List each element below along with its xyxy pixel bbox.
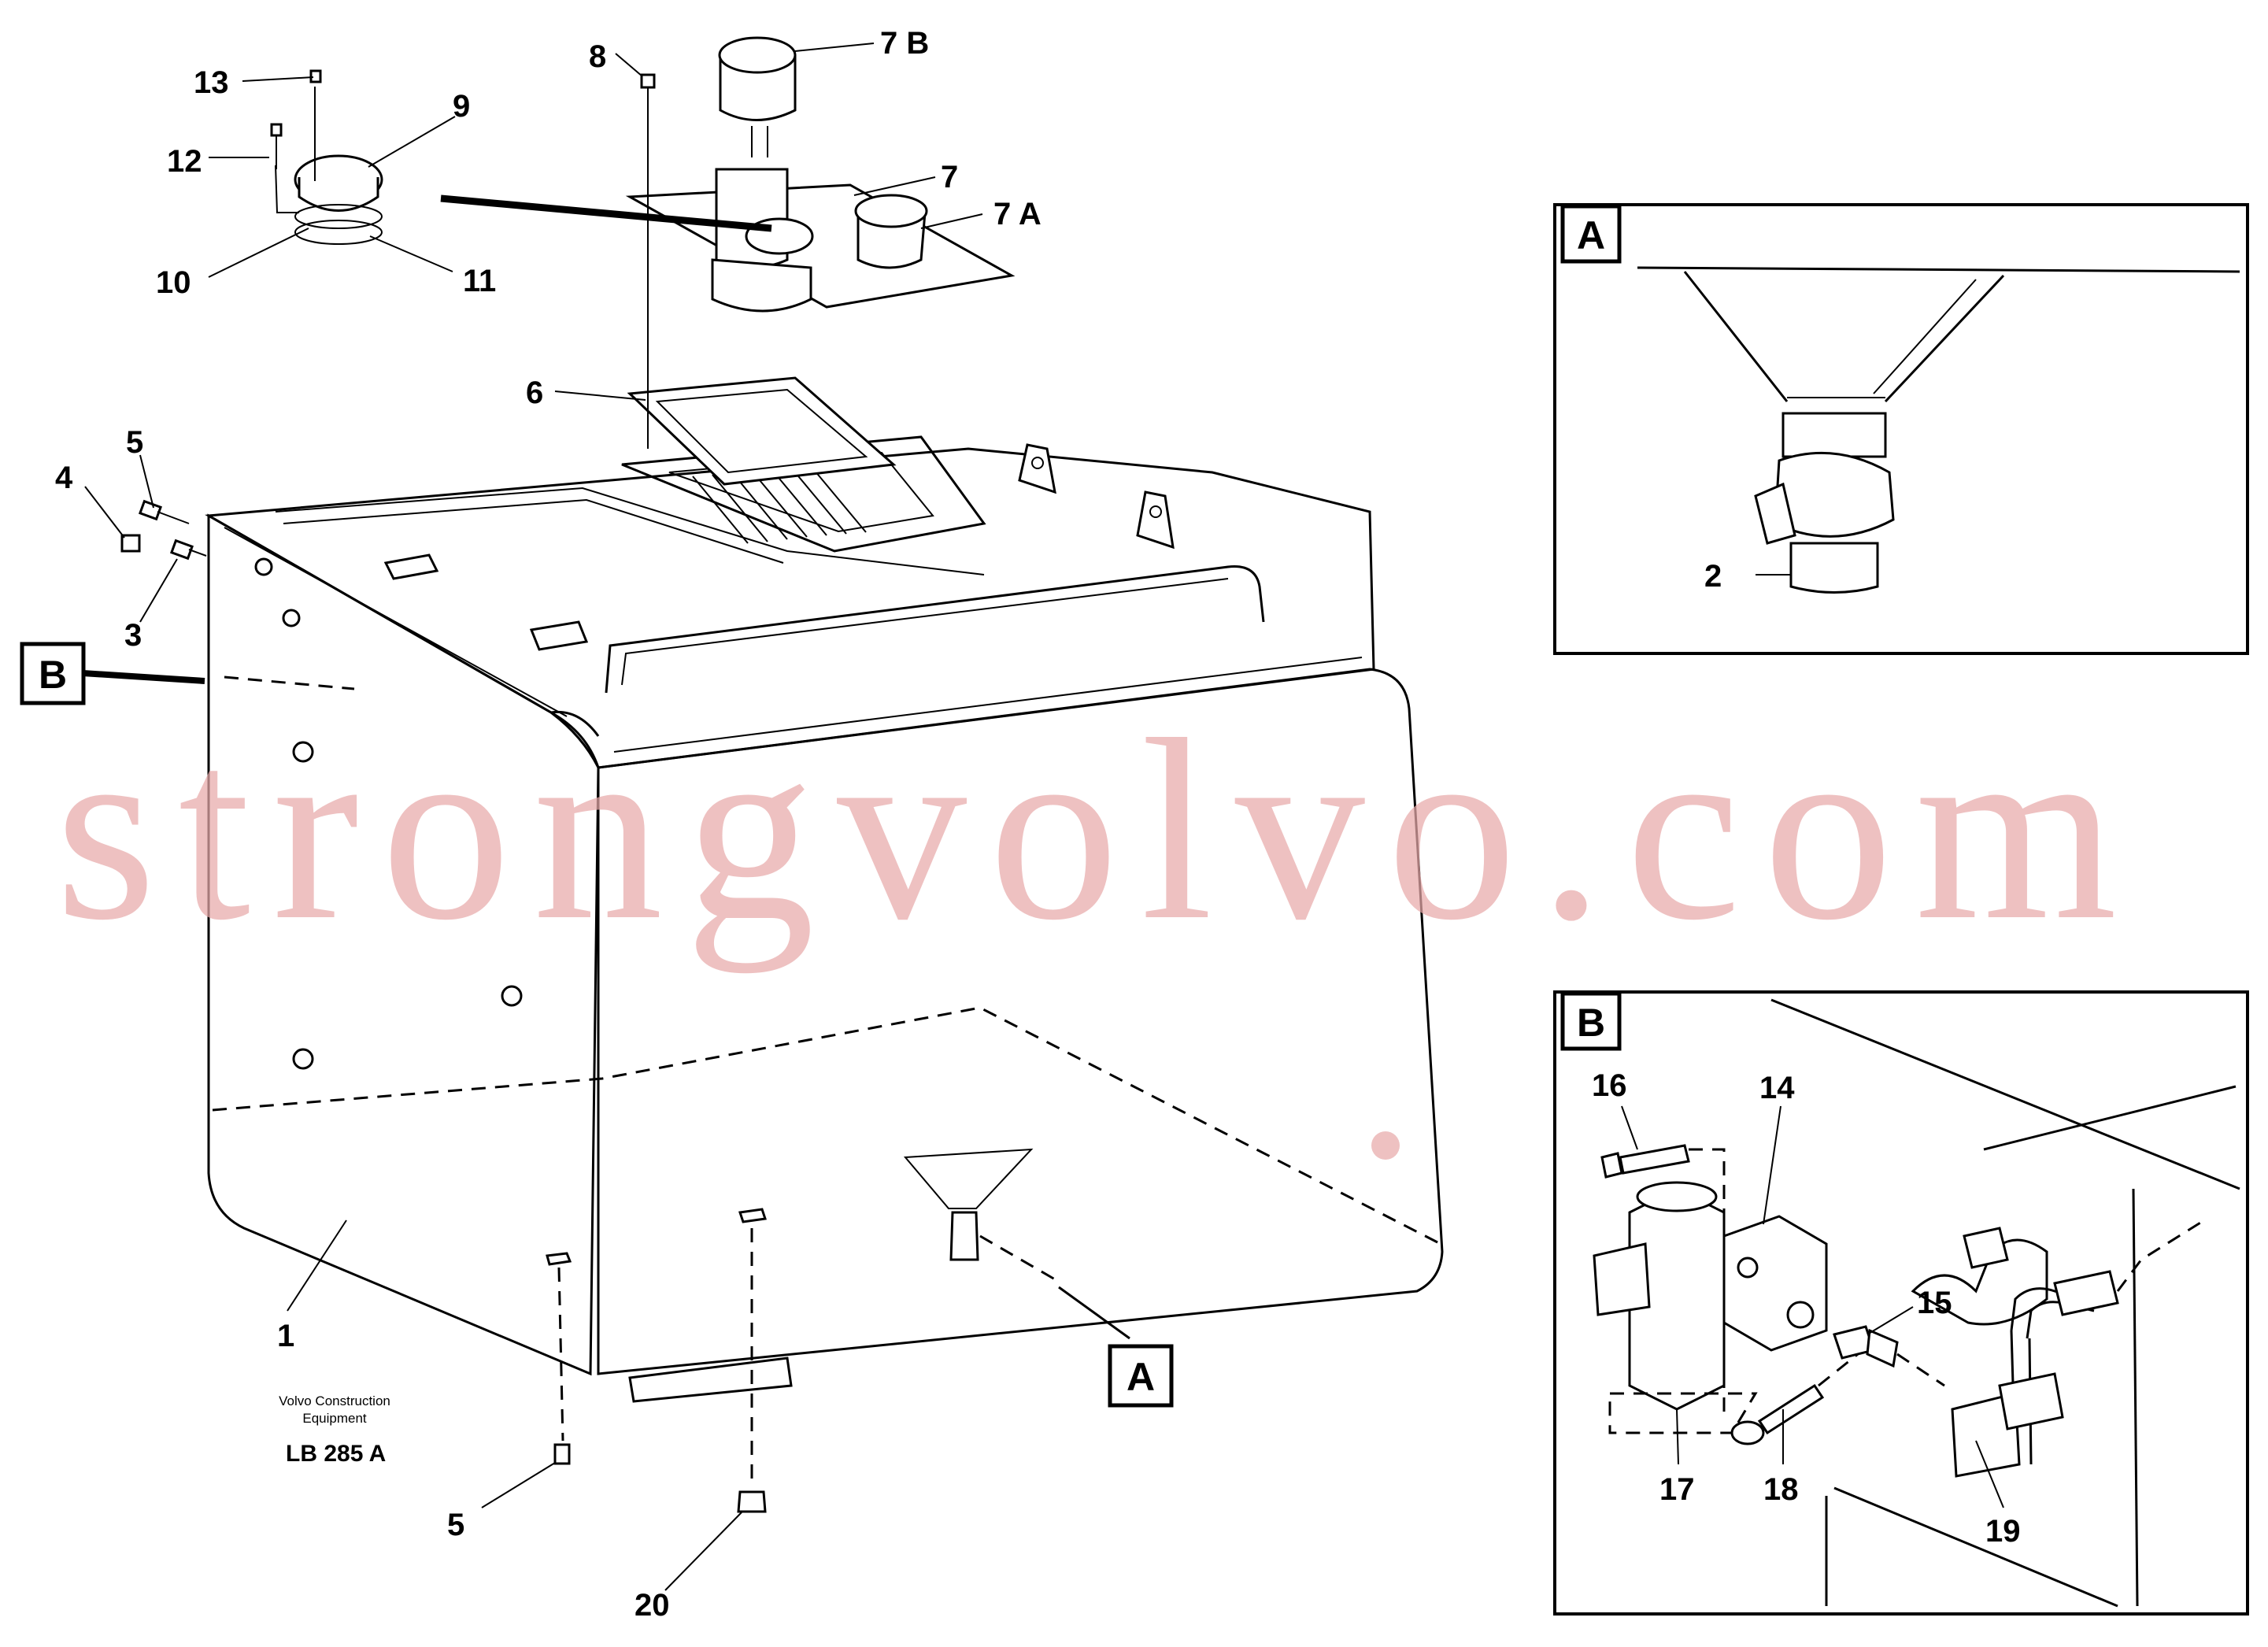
callout-8: 8 (589, 39, 606, 74)
callout-5-bottom: 5 (447, 1508, 464, 1542)
caption-code: LB 285 A (286, 1441, 386, 1467)
view-label-a-ref: A (1108, 1344, 1174, 1408)
callout-17: 17 (1659, 1472, 1695, 1507)
watermark-dot (1371, 1131, 1400, 1160)
callout-1: 1 (277, 1319, 294, 1353)
callout-7b: 7 B (880, 26, 929, 61)
breather-assembly (275, 87, 383, 245)
view-label-b-ref: B (20, 642, 86, 705)
callout-7: 7 (941, 160, 958, 194)
callout-13: 13 (194, 65, 229, 100)
detail-view-a (1553, 203, 2249, 655)
callout-10: 10 (156, 265, 191, 300)
diagram-caption: Volvo Construction Equipment LB 285 A (279, 1393, 390, 1467)
bolt-13 (309, 69, 322, 83)
callout-4: 4 (55, 461, 73, 495)
callout-labels: 1 2 3 4 5 5 6 7 7 A 7 B 8 9 10 11 12 13 … (55, 26, 2021, 1623)
svg-text:A: A (1577, 213, 1605, 257)
detail-view-b (1553, 990, 2249, 1616)
callout-11: 11 (463, 264, 496, 298)
svg-text:B: B (39, 653, 67, 697)
callout-5-top: 5 (126, 425, 143, 460)
bolt-8 (640, 73, 656, 449)
callout-18: 18 (1763, 1472, 1799, 1507)
callout-3: 3 (124, 618, 142, 653)
solenoid-valve-17 (1593, 1181, 1758, 1434)
callout-6: 6 (526, 376, 543, 410)
fitting-15 (1833, 1325, 1945, 1387)
callout-19: 19 (1985, 1514, 2021, 1549)
view-label-a-detail: A (1560, 204, 1622, 264)
pipe-19 (1911, 1219, 2205, 1478)
fittings-3-4-5 (120, 499, 207, 561)
leader-lines (84, 43, 2004, 1591)
callout-20: 20 (635, 1588, 670, 1623)
bolt-18 (1730, 1353, 1859, 1445)
svg-text:A: A (1127, 1355, 1155, 1399)
callout-2: 2 (1704, 559, 1722, 594)
callout-15: 15 (1917, 1286, 1952, 1320)
watermark-text: strongvolvo.com (55, 687, 2139, 974)
bolt-12 (270, 123, 283, 137)
callout-9: 9 (453, 89, 470, 124)
plug-20 (737, 1208, 767, 1513)
callout-7a: 7 A (993, 197, 1042, 231)
view-label-b-detail: B (1560, 991, 1622, 1051)
svg-text:B: B (1577, 1001, 1605, 1045)
caption-line-2: Equipment (302, 1411, 367, 1426)
callout-12: 12 (167, 144, 202, 179)
filter-plate (625, 36, 1016, 313)
gasket (627, 376, 897, 486)
plug-bottom-5 (546, 1252, 572, 1465)
strainer-grid (692, 465, 867, 544)
valve-block-14 (1722, 1215, 1828, 1352)
caption-line-1: Volvo Construction (279, 1393, 390, 1408)
callout-16: 16 (1592, 1068, 1627, 1103)
callout-14: 14 (1759, 1071, 1795, 1105)
